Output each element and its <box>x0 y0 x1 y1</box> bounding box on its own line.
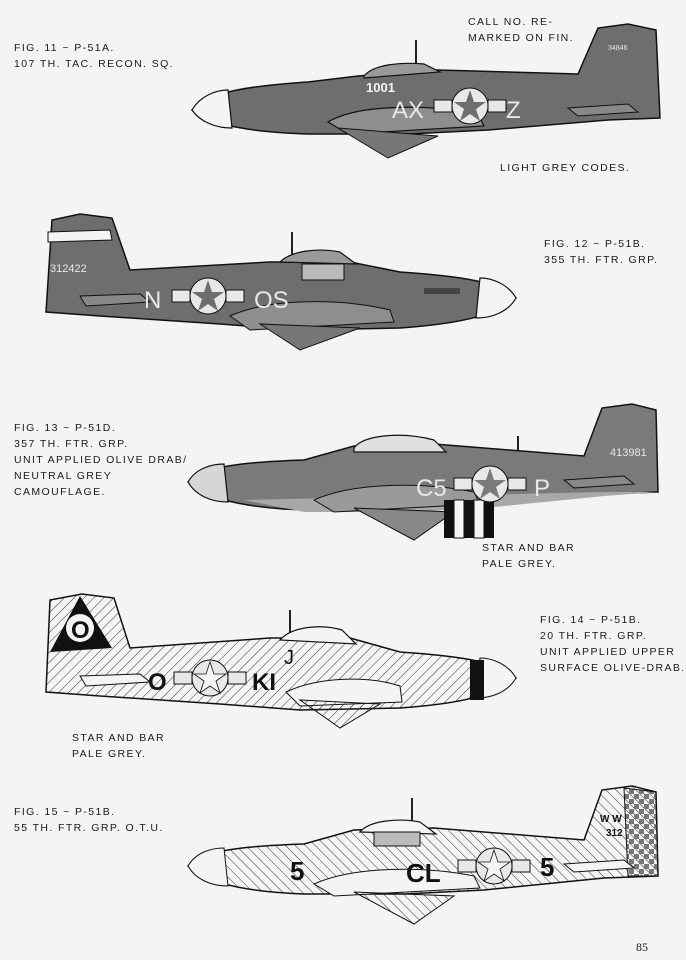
fig13-caption: FIG. 13 ~ P-51D. 357 TH. FTR. GRP. UNIT … <box>14 420 187 500</box>
caption-line: CAMOUFLAGE. <box>14 486 106 498</box>
note-line: STAR AND BAR <box>72 732 166 744</box>
fig11-aircraft: AX Z 1001 34846 <box>190 23 661 159</box>
fig15-code-mid: CL <box>406 858 441 888</box>
fig13-code-right: P <box>534 475 550 502</box>
fig11-serial: 34846 <box>608 45 628 52</box>
fig11-caption: FIG. 11 ~ P-51A. 107 TH. TAC. RECON. SQ. <box>14 40 174 72</box>
caption-line: 357 TH. FTR. GRP. <box>14 438 129 450</box>
fig12-code-left: N <box>144 287 161 314</box>
caption-line: UNIT APPLIED UPPER <box>540 646 676 658</box>
fig14-aircraft: O J O KI <box>45 593 518 729</box>
fig15-caption: FIG. 15 ~ P-51B. 55 TH. FTR. GRP. O.T.U. <box>14 804 164 836</box>
fig11-note-codes: LIGHT GREY CODES. <box>500 160 630 176</box>
fig12-serial: 312422 <box>50 263 87 275</box>
fig13-aircraft: C5 P 413981 <box>186 403 659 541</box>
fig13-code-left: C5 <box>416 475 447 502</box>
caption-line: NEUTRAL GREY <box>14 470 113 482</box>
fig12-caption: FIG. 12 ~ P-51B. 355 TH. FTR. GRP. <box>544 236 658 268</box>
caption-line: FIG. 15 ~ P-51B. <box>14 806 116 818</box>
caption-line: 355 TH. FTR. GRP. <box>544 254 659 266</box>
fig11-code-right: Z <box>506 97 521 124</box>
caption-line: FIG. 14 ~ P-51B. <box>540 614 642 626</box>
fig15-fin-code: W W <box>600 814 622 825</box>
fig15-aircraft: 5 CL 5 W W 312 <box>186 785 659 925</box>
fig15-code-left: 5 <box>290 856 304 886</box>
caption-line: 107 TH. TAC. RECON. SQ. <box>14 58 174 70</box>
caption-line: UNIT APPLIED OLIVE DRAB/ <box>14 454 188 466</box>
caption-line: FIG. 13 ~ P-51D. <box>14 422 117 434</box>
note-line: STAR AND BAR <box>482 542 576 554</box>
note-line: MARKED ON FIN. <box>468 32 574 44</box>
note-line: CALL No. RE- <box>468 16 554 28</box>
fig14-code-right: KI <box>252 669 276 696</box>
note-line: PALE GREY. <box>72 748 147 760</box>
fig12-code-right: OS <box>254 287 289 314</box>
note-line: PALE GREY. <box>482 558 557 570</box>
page-number: 85 <box>636 940 648 954</box>
caption-line: 20 TH. FTR. GRP. <box>540 630 648 642</box>
fig14-caption: FIG. 14 ~ P-51B. 20 TH. FTR. GRP. UNIT A… <box>540 612 686 676</box>
fig15-fin-number: 312 <box>606 828 623 839</box>
fig15-code-right: 5 <box>540 852 554 882</box>
caption-line: FIG. 12 ~ P-51B. <box>544 238 646 250</box>
fig13-note: STAR AND BAR PALE GREY. <box>482 540 575 572</box>
fig14-note: STAR AND BAR PALE GREY. <box>72 730 165 762</box>
note-line: LIGHT GREY CODES. <box>500 162 631 174</box>
fig12-aircraft: N OS 312422 <box>45 213 518 351</box>
fig11-nose-art: 1001 <box>366 80 395 95</box>
fig14-canopy-letter: J <box>284 647 294 669</box>
fig14-fin-letter: O <box>71 617 90 644</box>
fig13-serial: 413981 <box>610 447 647 459</box>
caption-line: SURFACE OLIVE-DRAB. <box>540 662 686 674</box>
caption-line: 55 TH. FTR. GRP. O.T.U. <box>14 822 164 834</box>
fig11-code-left: AX <box>392 97 424 124</box>
fig14-code-left: O <box>148 669 167 696</box>
fig11-note-fin: CALL No. RE- MARKED ON FIN. <box>468 14 574 46</box>
caption-line: FIG. 11 ~ P-51A. <box>14 42 115 54</box>
